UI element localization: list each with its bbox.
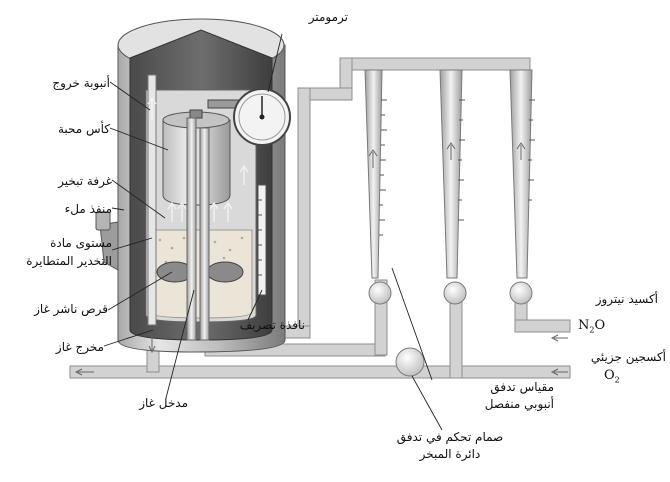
label-control-valve-2: دائرة المبخر [380,447,520,462]
label-filling-port: منفذ ملء [0,202,112,217]
top-manifold [340,58,530,70]
label-outlet-tube: أنبوبة خروج [0,76,110,91]
flowmeter-vaporizer [365,70,391,304]
diffuser-disk-right [207,262,243,282]
formula-n2o: N2O [578,318,605,335]
label-gas-diffuser-disk: قرص ناشر غاز [0,302,108,317]
label-nitrous-oxide: أكسيد نيتروز [540,292,658,307]
flowmeter-n2o [510,70,532,304]
flowmeter-bulb [444,282,466,304]
label-liquid-level-2: التخدير المتطايرة [0,254,112,269]
gas-inlet-tube [187,118,196,340]
flowmeter-o2 [440,70,466,304]
label-oxygen: أكسجين جزيئي [540,350,666,365]
label-drain-window: نافذة تصريف [205,318,305,333]
label-vaporizing-chamber: غرفة تبخير [0,174,112,189]
label-flowmeter-1: مقياس تدفق [430,380,554,395]
inner-outlet-tube [200,128,209,340]
label-flowmeter-2: أنبوبي منفصل [430,397,554,412]
n2o-inlet-pipe [515,320,570,332]
thermometer-riser [298,88,310,338]
flowmeter-drop-mid [450,300,462,378]
label-gas-outlet: مخرج غاز [0,340,104,355]
flowmeters [365,70,535,304]
flowmeter-bulb [369,282,391,304]
label-thermometer: ترمومتر [278,10,348,25]
label-liquid-level-1: مستوى مادة [0,236,112,251]
drain-window [258,185,266,295]
control-valve [396,348,424,376]
main-outlet-pipe [70,366,570,378]
label-wick-cup: كأس محبة [0,122,110,137]
flowmeter-bulb [510,282,532,304]
label-control-valve-1: صمام تحكم في تدفق [380,430,520,445]
label-gas-inlet: مدخل غاز [110,396,188,411]
formula-o2: O2 [604,368,620,385]
